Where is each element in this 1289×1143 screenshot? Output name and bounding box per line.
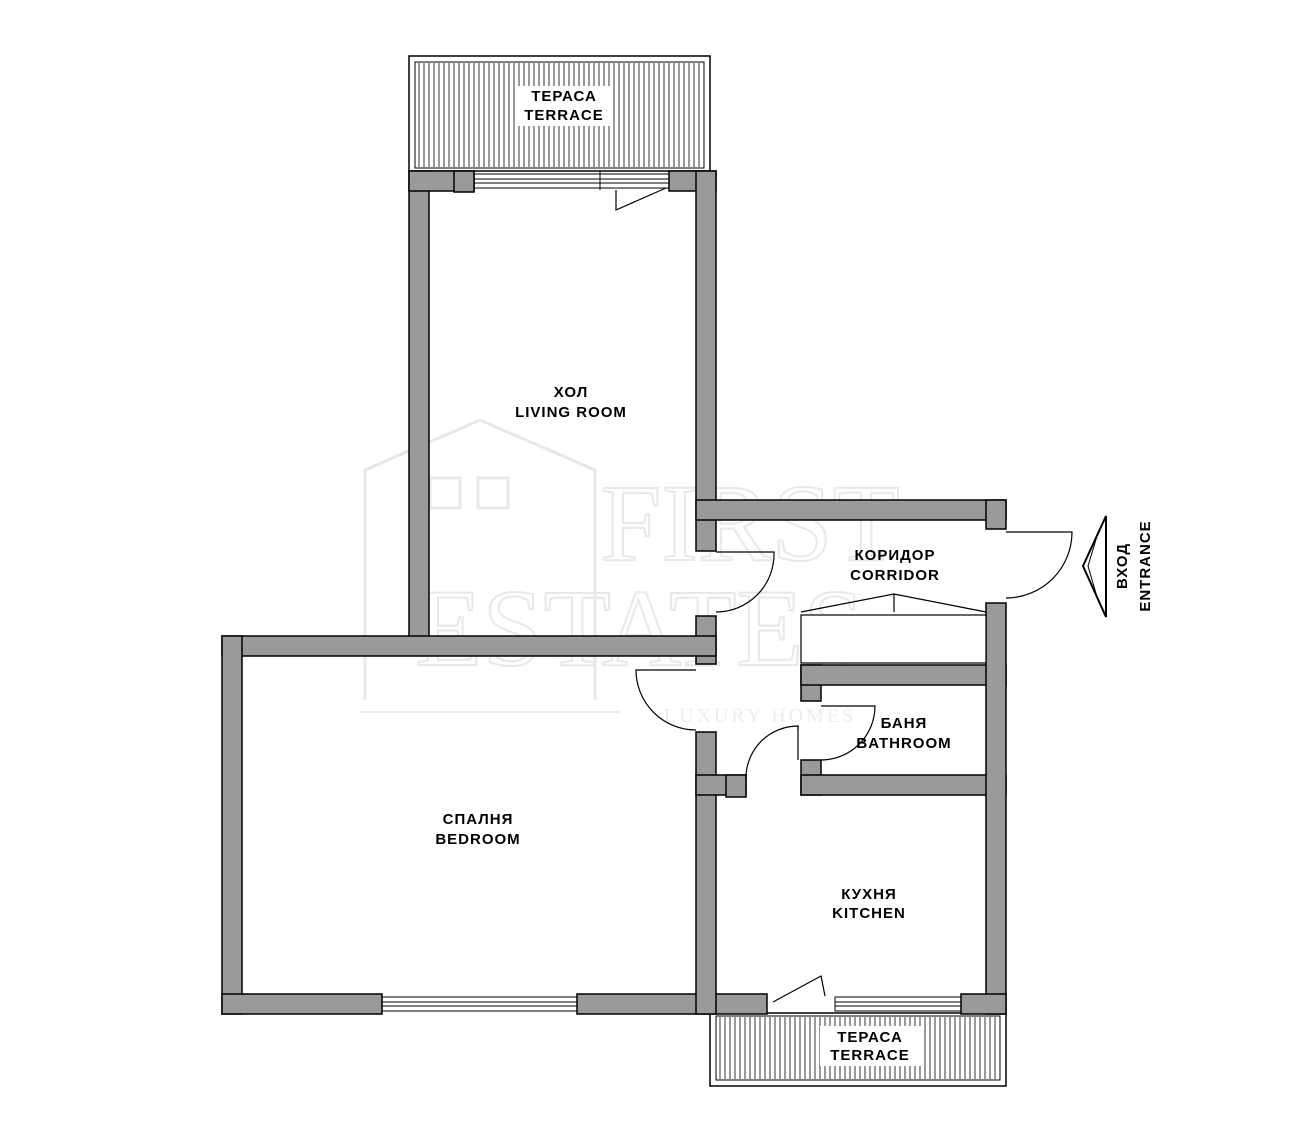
- window-living: [473, 173, 670, 189]
- door-kitchen-terrace: [772, 975, 826, 1003]
- room-labels: ТЕРАСА TERRACE ХОЛ LIVING ROOM КОРИДОР C…: [435, 86, 951, 1066]
- watermark: FIRST ESTATES LUXURY HOMES: [360, 418, 901, 727]
- door-bathroom: [820, 705, 876, 761]
- svg-text:ТЕРАСА: ТЕРАСА: [531, 88, 597, 105]
- svg-text:ХОЛ: ХОЛ: [554, 384, 588, 401]
- window-bedroom: [381, 996, 578, 1012]
- entrance-label-en: ENTRANCE: [1137, 520, 1154, 611]
- door-entrance: [1005, 531, 1073, 599]
- door-living: [715, 551, 775, 613]
- door-bedroom: [635, 669, 697, 731]
- watermark-window-icon: [428, 476, 462, 510]
- doors: [615, 187, 1073, 1003]
- watermark-window-icon: [476, 476, 510, 510]
- label-kitchen: КУХНЯ KITCHEN: [832, 886, 906, 922]
- svg-text:СПАЛНЯ: СПАЛНЯ: [443, 811, 514, 828]
- svg-text:КУХНЯ: КУХНЯ: [841, 886, 896, 903]
- svg-text:BATHROOM: BATHROOM: [856, 735, 951, 752]
- windows: [381, 171, 962, 1012]
- svg-text:BEDROOM: BEDROOM: [435, 831, 520, 848]
- label-living-room: ХОЛ LIVING ROOM: [515, 384, 627, 421]
- walls: [221, 170, 1007, 1015]
- svg-text:TERRACE: TERRACE: [830, 1047, 910, 1064]
- svg-text:КОРИДОР: КОРИДОР: [855, 547, 936, 564]
- label-bedroom: СПАЛНЯ BEDROOM: [435, 811, 520, 848]
- watermark-tagline: LUXURY HOMES: [664, 705, 857, 727]
- entrance-marker: ВХОД ENTRANCE: [1081, 515, 1154, 618]
- door-living-terrace: [615, 187, 667, 211]
- svg-text:KITCHEN: KITCHEN: [832, 905, 906, 922]
- entrance-label-bg: ВХОД: [1114, 543, 1131, 589]
- svg-text:CORRIDOR: CORRIDOR: [850, 567, 940, 584]
- watermark-line2: ESTATES: [415, 567, 865, 689]
- label-bathroom: БАНЯ BATHROOM: [856, 715, 951, 752]
- watermark-house-icon: [363, 418, 597, 700]
- door-kitchen: [745, 725, 799, 781]
- svg-text:ТЕРАСА: ТЕРАСА: [837, 1029, 903, 1046]
- svg-text:БАНЯ: БАНЯ: [881, 715, 928, 732]
- svg-text:TERRACE: TERRACE: [524, 107, 604, 124]
- watermark-line1: FIRST: [600, 462, 900, 584]
- wardrobe: [800, 614, 987, 664]
- window-kitchen: [834, 996, 962, 1012]
- entrance-arrow-icon: [1081, 515, 1107, 618]
- svg-text:LIVING ROOM: LIVING ROOM: [515, 404, 627, 421]
- label-terrace-top: ТЕРАСА TERRACE: [516, 86, 612, 126]
- label-corridor: КОРИДОР CORRIDOR: [850, 547, 940, 584]
- label-terrace-bottom: ТЕРАСА TERRACE: [820, 1026, 924, 1066]
